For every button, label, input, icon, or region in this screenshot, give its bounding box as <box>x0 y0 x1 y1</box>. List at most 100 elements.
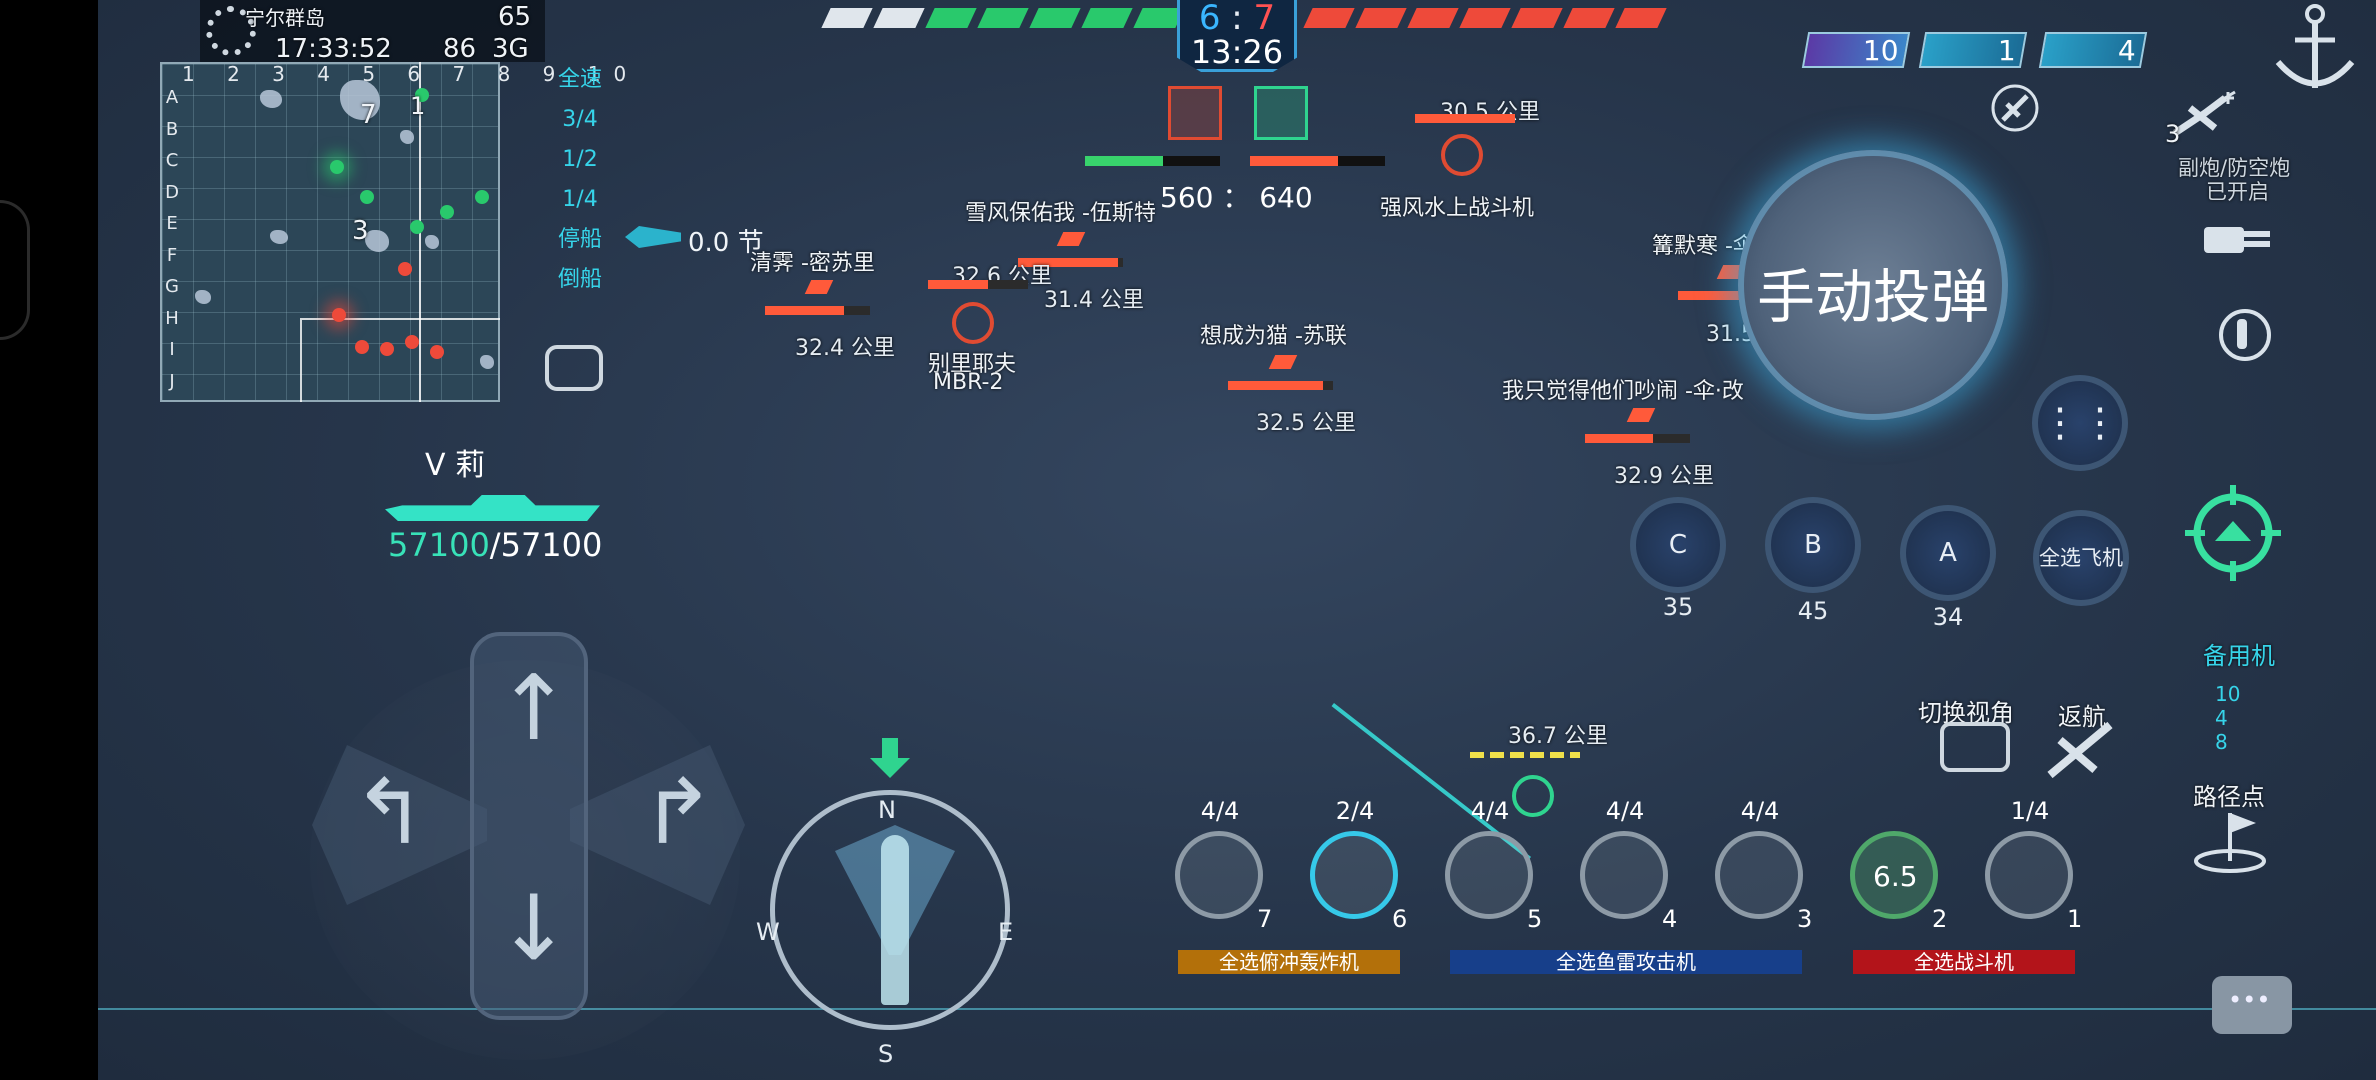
minimap-island <box>400 130 414 144</box>
clock: 17:33:52 <box>275 34 392 64</box>
strike-distance: 36.7 公里 <box>1508 724 1608 749</box>
enemy-distance: 31.4 公里 <box>1044 288 1144 313</box>
squadron-badge[interactable]: 4 <box>2038 32 2148 68</box>
score-panel: 6 : 7 13:26 <box>1177 0 1297 72</box>
compass-south: S <box>878 1040 894 1068</box>
enemy-marker <box>430 345 444 359</box>
enemy-marker <box>405 335 419 349</box>
ally-marker <box>410 220 424 234</box>
enemy-hp-bar <box>1585 434 1690 443</box>
crosshair-plane-icon[interactable] <box>1985 78 2045 138</box>
compass <box>770 790 1010 1030</box>
enemy-marker <box>1459 8 1511 28</box>
enemy-plane-name: 强风水上战斗机 <box>1380 196 1535 221</box>
speed-1-4[interactable]: 1/4 <box>562 187 598 212</box>
squadron-badge[interactable]: 1 <box>1918 32 2028 68</box>
ally-points-bar <box>1085 156 1220 166</box>
formation-b-button[interactable]: B <box>1765 497 1861 593</box>
enemy-marker <box>1355 8 1407 28</box>
minimap-island <box>480 355 494 369</box>
screen-notch <box>0 200 30 340</box>
select-all-torpedo-bombers[interactable]: 全选鱼雷攻击机 <box>1450 950 1802 974</box>
settings-gear-icon[interactable] <box>206 6 256 56</box>
enemy-distance: 32.4 公里 <box>795 336 895 361</box>
compass-east: E <box>998 918 1014 946</box>
anchor-icon[interactable] <box>2270 0 2360 100</box>
return-label: 返航 <box>2058 703 2106 731</box>
select-all-dive-bombers[interactable]: 全选俯冲轰炸机 <box>1178 950 1400 974</box>
minimap-island <box>425 235 439 249</box>
enemy-hp-bar <box>1018 258 1123 267</box>
ally-dead-marker <box>873 8 925 28</box>
ally-marker <box>925 8 977 28</box>
chat-button[interactable]: ••• <box>2212 976 2292 1034</box>
minimap-island <box>270 230 288 244</box>
player-hp: 57100/57100 <box>388 526 602 564</box>
enemy-plane-target-icon[interactable] <box>952 302 994 344</box>
enemy-marker <box>1407 8 1459 28</box>
enemy-distance: 32.5 公里 <box>1256 411 1356 436</box>
ally-marker <box>1133 8 1185 28</box>
plane-slot-fighter-2[interactable]: 1/4 1 <box>1985 797 2082 933</box>
plane-slot-dive-1[interactable]: 4/4 7 <box>1175 797 1272 933</box>
enemy-flag-icon <box>1168 86 1222 140</box>
plane-slot-dive-2[interactable]: 2/4 6 <box>1310 797 1407 933</box>
map-name: 宁尔群岛 <box>245 6 325 30</box>
ally-dead-marker <box>821 8 873 28</box>
enemy-marker <box>1615 8 1667 28</box>
secondary-status-on: 已开启 <box>2206 180 2269 204</box>
manual-drop-button[interactable]: 手动投弹 <box>1738 150 2008 420</box>
repair-icon[interactable] <box>2215 305 2275 365</box>
select-all-planes-button[interactable]: 全选飞机 <box>2033 510 2129 606</box>
forward-arrow-icon[interactable]: ↑ <box>496 656 572 761</box>
backward-arrow-icon[interactable]: ↓ <box>496 876 572 981</box>
enemy-plane-target-icon[interactable] <box>1441 134 1483 176</box>
plane-slot-torpedo-3[interactable]: 4/4 3 <box>1715 797 1812 933</box>
speed-stop[interactable]: 停船 <box>557 227 602 252</box>
waypoint-label: 路径点 <box>2193 783 2265 811</box>
formation-c-count: 35 <box>1662 593 1694 621</box>
ally-flag-icon <box>1254 86 1308 140</box>
strike-target-icon[interactable] <box>1512 775 1554 817</box>
enemy-hp-bar <box>765 306 870 315</box>
select-all-fighters[interactable]: 全选战斗机 <box>1853 950 2075 974</box>
speed-1-2[interactable]: 1/2 <box>562 147 598 172</box>
speed-selector[interactable]: 全速 3/4 1/2 1/4 停船 倒船 <box>555 60 605 300</box>
ally-score: 6 <box>1198 0 1221 38</box>
squadron-badge[interactable]: 10 <box>1801 32 1911 68</box>
aa-plane-icon[interactable] <box>2170 88 2240 148</box>
enemy-name: 想成为猫 -苏联 <box>1200 324 1347 349</box>
return-plane-icon[interactable] <box>2040 715 2120 785</box>
minimap[interactable] <box>160 62 500 402</box>
speed-reverse[interactable]: 倒船 <box>557 267 602 292</box>
waypoint-flag-icon[interactable] <box>2190 805 2270 875</box>
plane-slot-fighter-1[interactable]: 6.5 2 <box>1850 797 1947 933</box>
speed-3-4[interactable]: 3/4 <box>562 107 598 132</box>
switch-view-icon[interactable] <box>1940 722 2010 772</box>
enemy-hp-bar <box>1678 291 1783 300</box>
enemy-hp-bar <box>928 280 1028 289</box>
enemy-plane-name: 别里耶夫 <box>928 352 1017 377</box>
secondary-count: 3 <box>2165 120 2181 148</box>
reserve-counts: 10 4 8 <box>2215 682 2241 754</box>
throttle-control[interactable]: ↑ ↓ <box>470 632 588 1020</box>
formation-a-button[interactable]: A <box>1900 505 1996 601</box>
plane-slot-torpedo-2[interactable]: 4/4 4 <box>1580 797 1677 933</box>
network-type: 3G <box>492 34 529 64</box>
heading-arrow-icon <box>625 226 681 248</box>
formation-c-button[interactable]: C <box>1630 497 1726 593</box>
target-lock-icon[interactable] <box>2185 485 2281 581</box>
enemy-marker <box>1511 8 1563 28</box>
camera-icon[interactable] <box>545 345 603 391</box>
signal-strength: 86 <box>443 34 477 64</box>
match-timer: 13:26 <box>1190 33 1284 71</box>
enemy-plane-model: MBR-2 <box>933 370 1004 395</box>
turret-icon[interactable] <box>2196 205 2272 265</box>
minimap-number: 7 <box>360 100 377 130</box>
plane-menu-button[interactable]: ⋮⋮ <box>2032 375 2128 471</box>
speed-full[interactable]: 全速 <box>557 67 602 92</box>
enemy-marker <box>332 308 346 322</box>
speed-value: 0.0 节 <box>688 228 764 258</box>
ally-marker <box>360 190 374 204</box>
plane-slot-torpedo-1[interactable]: 4/4 5 <box>1445 797 1542 933</box>
